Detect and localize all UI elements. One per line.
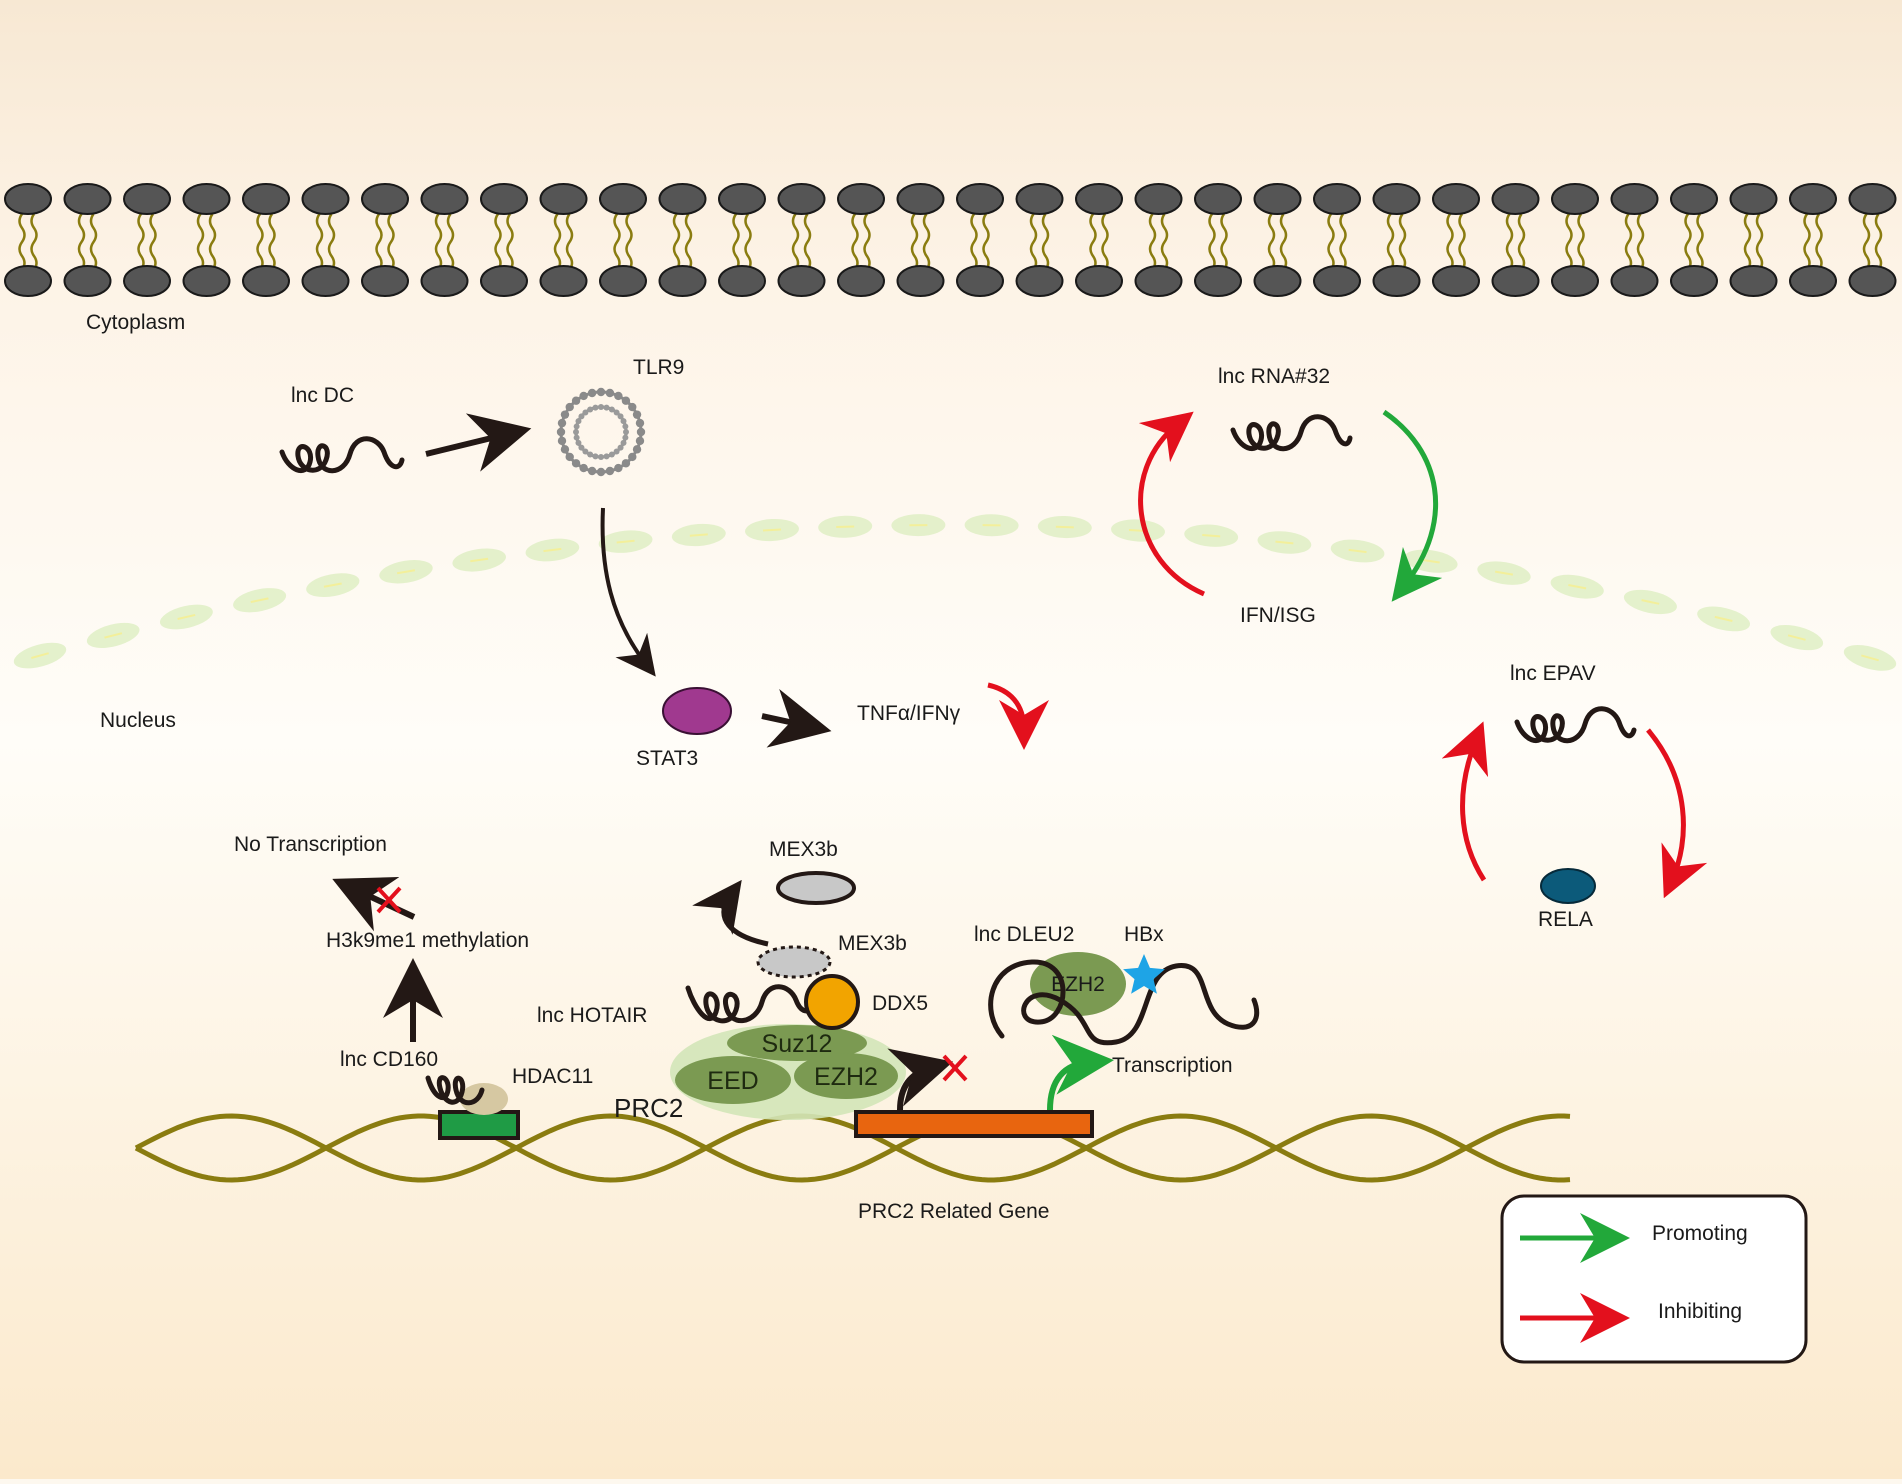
lnc-dc-label: lnc DC — [291, 384, 354, 407]
tlr9-label: TLR9 — [633, 356, 684, 379]
hbx-label: HBx — [1124, 923, 1164, 946]
hdac11-label: HDAC11 — [512, 1065, 593, 1088]
mex3b-dissociated-icon — [758, 947, 830, 977]
h3k9me1-label: H3k9me1 methylation — [326, 929, 529, 952]
mex3b-mid-label: MEX3b — [838, 932, 907, 955]
ddx5-label: DDX5 — [872, 992, 928, 1015]
prc2-related-gene-box — [856, 1112, 1092, 1136]
ddx5-protein-icon — [806, 976, 858, 1028]
no-transcription-label: No Transcription — [234, 833, 387, 856]
mex3b-top-label: MEX3b — [769, 838, 838, 861]
lnc-cd160-label: lnc CD160 — [340, 1048, 438, 1071]
lnc-rna32-label: lnc RNA#32 — [1218, 365, 1330, 388]
lnc-dleu2-label: lnc DLEU2 — [974, 923, 1074, 946]
stat3-label: STAT3 — [636, 747, 698, 770]
lnc-epav-label: lnc EPAV — [1510, 662, 1596, 685]
legend-box — [1502, 1196, 1806, 1362]
rela-protein-icon — [1541, 869, 1595, 903]
ifn-isg-label: IFN/ISG — [1240, 604, 1316, 627]
cytoplasm-label: Cytoplasm — [86, 311, 185, 334]
eed-label: EED — [707, 1067, 758, 1095]
hdac11-protein-icon — [460, 1083, 508, 1115]
legend-inhibiting-label: Inhibiting — [1658, 1300, 1742, 1323]
nucleus-label: Nucleus — [100, 709, 176, 732]
legend-promoting-label: Promoting — [1652, 1222, 1748, 1245]
stat3-protein-icon — [663, 688, 731, 734]
ezh2-label: EZH2 — [814, 1063, 878, 1091]
suz12-label: Suz12 — [762, 1030, 833, 1058]
rela-label: RELA — [1538, 908, 1593, 931]
cd160-gene-box — [440, 1112, 518, 1138]
prc2-related-gene-label: PRC2 Related Gene — [858, 1200, 1049, 1223]
transcription-label: Transcription — [1112, 1054, 1233, 1077]
lnc-hotair-label: lnc HOTAIR — [537, 1004, 647, 1027]
mex3b-protein-icon — [778, 873, 854, 903]
tnf-ifn-label: TNFα/IFNγ — [857, 702, 961, 725]
prc2-label: PRC2 — [614, 1093, 683, 1123]
